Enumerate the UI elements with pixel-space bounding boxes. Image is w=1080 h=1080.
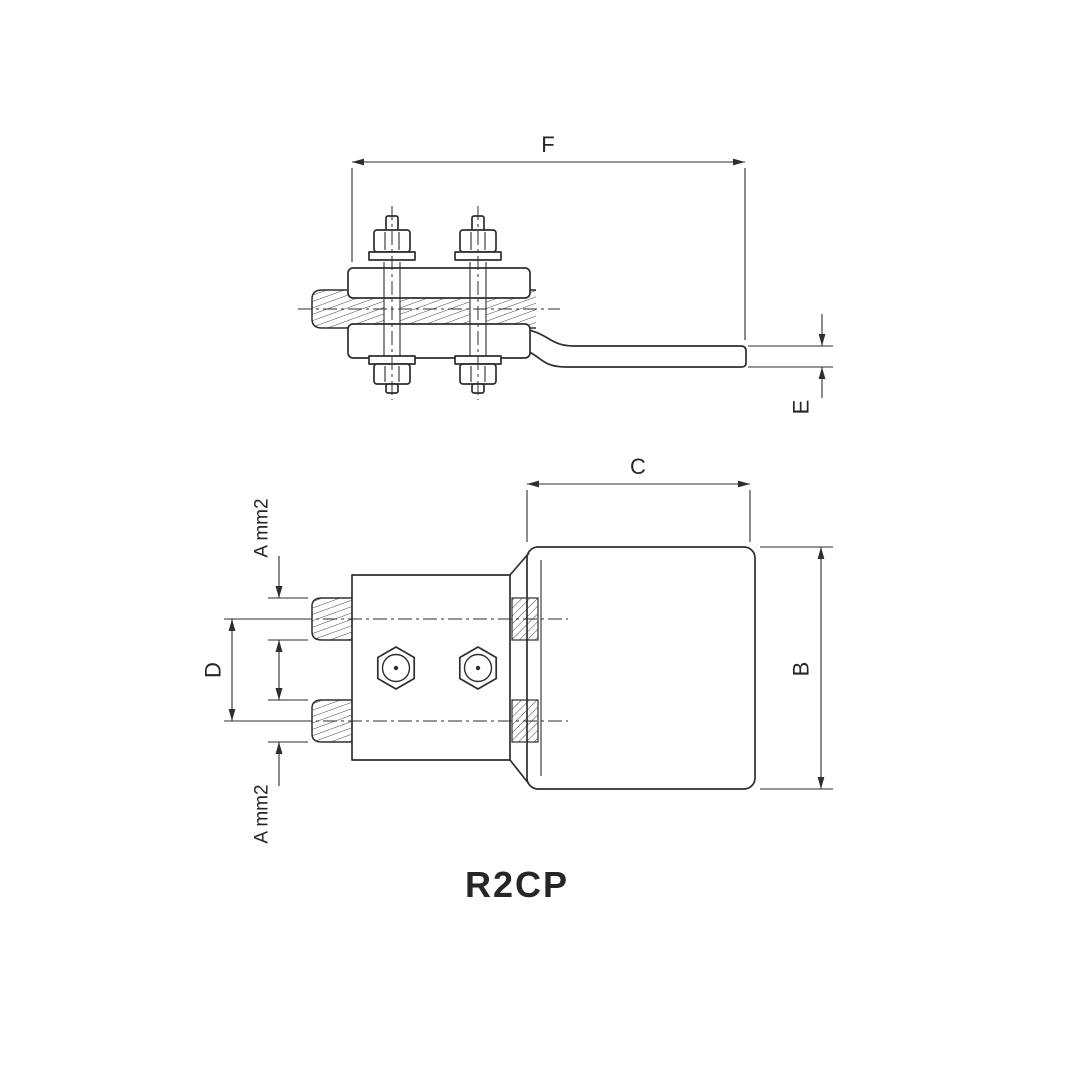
dim-a-top-label: A mm2: [252, 498, 273, 557]
part-title: R2CP: [465, 864, 569, 905]
dimension-e: E: [748, 314, 833, 414]
clamp-body-side: [347, 323, 531, 359]
plan-view: [298, 546, 756, 790]
dim-f-label: F: [541, 132, 554, 157]
palm-plan: [526, 546, 756, 790]
dimension-a-bottom: A mm2: [252, 688, 308, 844]
centerlines-side: [298, 206, 560, 400]
dim-c-label: C: [630, 454, 646, 479]
dimension-b: B: [760, 546, 833, 790]
dimension-c: C: [526, 454, 751, 542]
dim-a-bottom-label: A mm2: [252, 784, 273, 843]
keeper-plate-side: [347, 267, 531, 299]
dimension-f: F: [351, 132, 746, 340]
dim-d-label: D: [201, 662, 226, 678]
hex-bolt-left: [376, 646, 416, 690]
dimension-a-top: A mm2: [252, 498, 308, 700]
side-view: [298, 206, 747, 400]
palm-side: [511, 327, 747, 368]
dim-b-label: B: [789, 662, 814, 677]
centerlines-plan: [298, 618, 568, 722]
hex-bolt-right: [458, 646, 498, 690]
dimension-d: D: [201, 618, 302, 722]
dim-e-label: E: [789, 400, 814, 415]
